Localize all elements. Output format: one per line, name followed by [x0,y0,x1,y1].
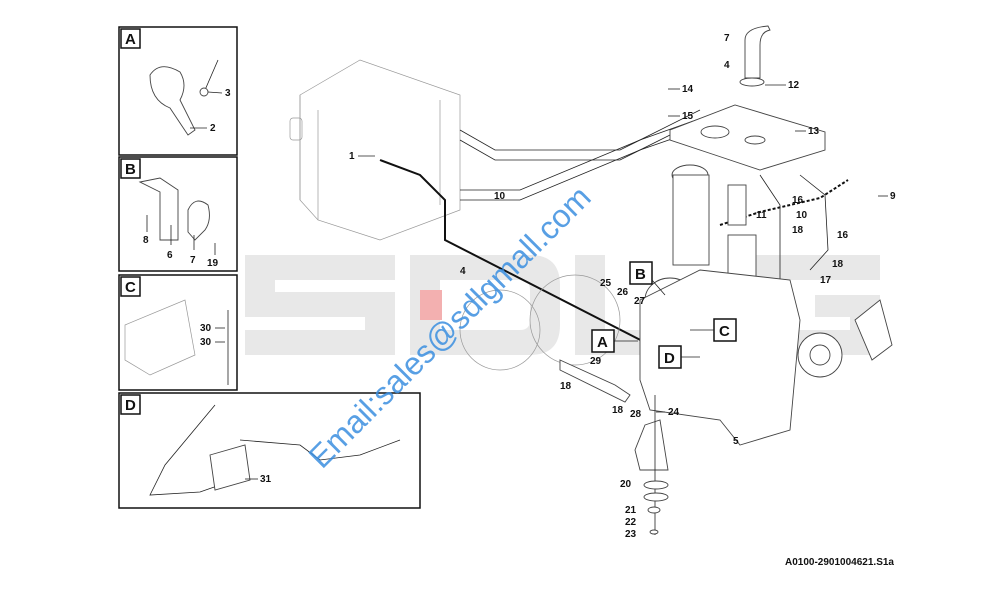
callout-number: 24 [668,407,680,418]
callout-number: 20 [620,479,632,490]
callout-number: C [719,323,730,340]
callout-number: 18 [612,405,624,416]
detail-panel-b: B 8 6 7 19 [118,156,238,272]
callout-number: 3 [225,88,231,99]
callout-number: 7 [724,33,730,44]
callout-number: 1 [349,151,355,162]
mount-bracket-assembly [559,359,669,535]
callout-number: A [597,334,608,351]
callout-number: 18 [792,225,804,236]
callout-number: 22 [625,517,637,528]
callout-number: 11 [756,210,767,221]
detail-panel-a: A 3 2 [118,26,238,156]
callout-number: 18 [560,381,572,392]
callout-number: 28 [630,409,642,420]
callout-number: 5 [733,436,739,447]
callout-number: 8 [143,235,149,246]
callout-number: 10 [796,210,808,221]
callout-number: D [664,350,675,367]
callout-number: 15 [682,111,694,122]
callout-number: B [635,266,646,283]
callout-number: 27 [634,296,646,307]
callout-number: 29 [590,356,602,367]
callout-number: 7 [190,255,196,266]
callout-number: 14 [682,84,694,95]
callout-number: 17 [820,275,832,286]
engine-assembly [459,164,893,446]
detail-panel-c: C 30 30 [118,274,238,391]
callout-number: 13 [808,126,820,137]
cab-outline [289,59,461,241]
panel-b-label: B [125,161,136,178]
callout-number: 9 [890,191,896,202]
callout-number: 4 [724,60,730,71]
callout-number: 6 [167,250,173,261]
callout-number: 18 [832,259,844,270]
view-markers: A B C D [591,261,737,369]
engine-cover-plate [669,25,826,171]
callout-number: 10 [494,191,506,202]
callout-number: 21 [625,505,637,516]
callout-number: 25 [600,278,612,289]
panel-d-label: D [125,397,136,414]
detail-panel-d: D 31 [118,392,421,509]
callout-number: 26 [617,287,629,298]
panel-a-label: A [125,31,136,48]
callout-number: 23 [625,529,637,540]
logo-red-accent [420,290,442,320]
callout-number: 16 [792,195,804,206]
callout-number: 4 [460,266,466,277]
callout-number: 30 [200,323,212,334]
callout-number: 30 [200,337,212,348]
callout-number: 19 [207,258,219,269]
callout-number: 12 [788,80,800,91]
drawing-code: A0100-2901004621.S1a [785,557,894,568]
main-callouts: 1 4 10 7 4 12 14 15 13 9 16 10 18 11 16 … [349,33,896,540]
callout-number: 31 [260,474,272,485]
panel-c-label: C [125,279,136,296]
callout-number: 2 [210,123,216,134]
callout-number: 16 [837,230,849,241]
